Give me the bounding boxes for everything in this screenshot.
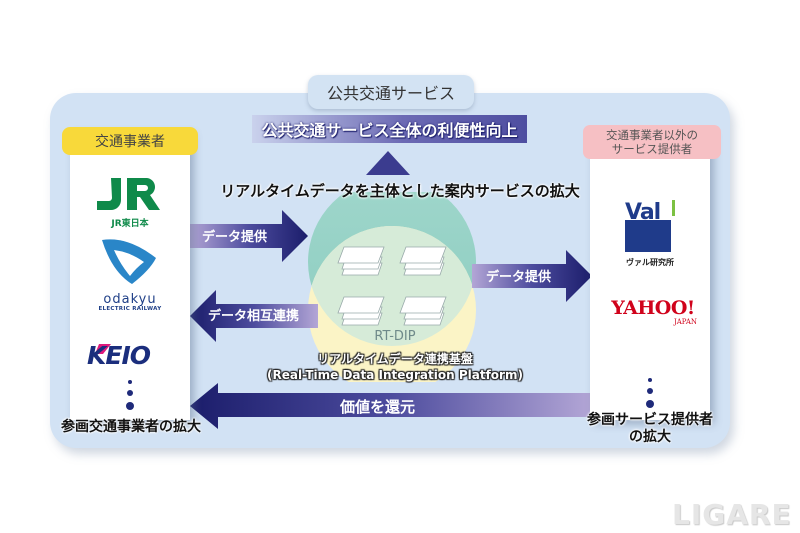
up-triangle-icon [366, 151, 410, 175]
platform-title: リアルタイムデータ連携基盤 (Real-Time Data Integratio… [215, 351, 575, 383]
keio-logo: KEIO [85, 341, 175, 370]
document-stack-icon [337, 246, 447, 326]
transport-operators-label: 交通事業者 [62, 127, 198, 155]
return-value-arrow [190, 383, 592, 429]
return-value-label: 価値を還元 [340, 398, 416, 416]
odakyu-logo-icon [102, 239, 156, 284]
dot-icon [128, 380, 132, 384]
val-green-bar-icon [672, 200, 675, 216]
ligare-watermark: LIGARE [672, 498, 792, 531]
service-providers-card [590, 130, 710, 420]
realtime-guidance-heading: リアルタイムデータを主体とした案内サービスの拡大 [220, 182, 580, 200]
keio-k-accent-icon [95, 344, 111, 354]
convenience-banner: 公共交通サービス全体の利便性向上 [252, 115, 527, 143]
dot-icon [647, 388, 653, 394]
service-providers-label-line1: 交通事業者以外の [606, 128, 698, 142]
rt-dip-venn [308, 192, 476, 382]
service-providers-label: 交通事業者以外の サービス提供者 [583, 125, 721, 159]
data-provide-left-arrow [190, 210, 308, 262]
data-provide-left-label: データ提供 [202, 230, 268, 245]
yahoo-wordmark: YAHOO! [611, 297, 695, 319]
data-provide-right-arrow [472, 250, 592, 302]
dot-icon [648, 378, 652, 382]
yahoo-japan-subtitle: JAPAN [673, 318, 697, 326]
dot-icon [646, 400, 654, 408]
val-logo: Val [625, 200, 677, 252]
providers-expansion-line2: の拡大 [629, 429, 671, 445]
more-operators-dots [122, 380, 138, 410]
public-transport-tab: 公共交通サービス [308, 75, 474, 109]
platform-title-ja: リアルタイムデータ連携基盤 [317, 352, 473, 366]
val-wordmark: Val [625, 200, 661, 225]
odakyu-subtitle: ELECTRIC RAILWAY [98, 306, 162, 312]
odakyu-wordmark: odakyu [103, 292, 157, 307]
jr-logo-icon [97, 178, 160, 210]
more-providers-dots [642, 378, 658, 408]
keio-wordmark: KEIO [87, 341, 151, 370]
platform-title-en: (Real-Time Data Integration Platform) [267, 368, 523, 382]
data-mutual-link-arrow [190, 290, 318, 342]
rt-dip-label: RT-DIP [374, 329, 416, 344]
service-providers-label-line2: サービス提供者 [611, 142, 693, 156]
data-mutual-link-label: データ相互連携 [208, 309, 300, 324]
dot-icon [126, 402, 134, 410]
val-caption: ヴァル研究所 [626, 258, 674, 267]
data-provide-right-label: データ提供 [486, 270, 552, 285]
jr-east-logo: JR東日本 [95, 176, 165, 229]
dot-icon [127, 390, 133, 396]
jr-east-caption: JR東日本 [111, 219, 149, 229]
providers-expansion-caption: 参画サービス提供者 の拡大 [580, 412, 720, 446]
providers-expansion-line1: 参画サービス提供者 [587, 412, 713, 428]
operators-expansion-caption: 参画交通事業者の拡大 [61, 419, 201, 435]
